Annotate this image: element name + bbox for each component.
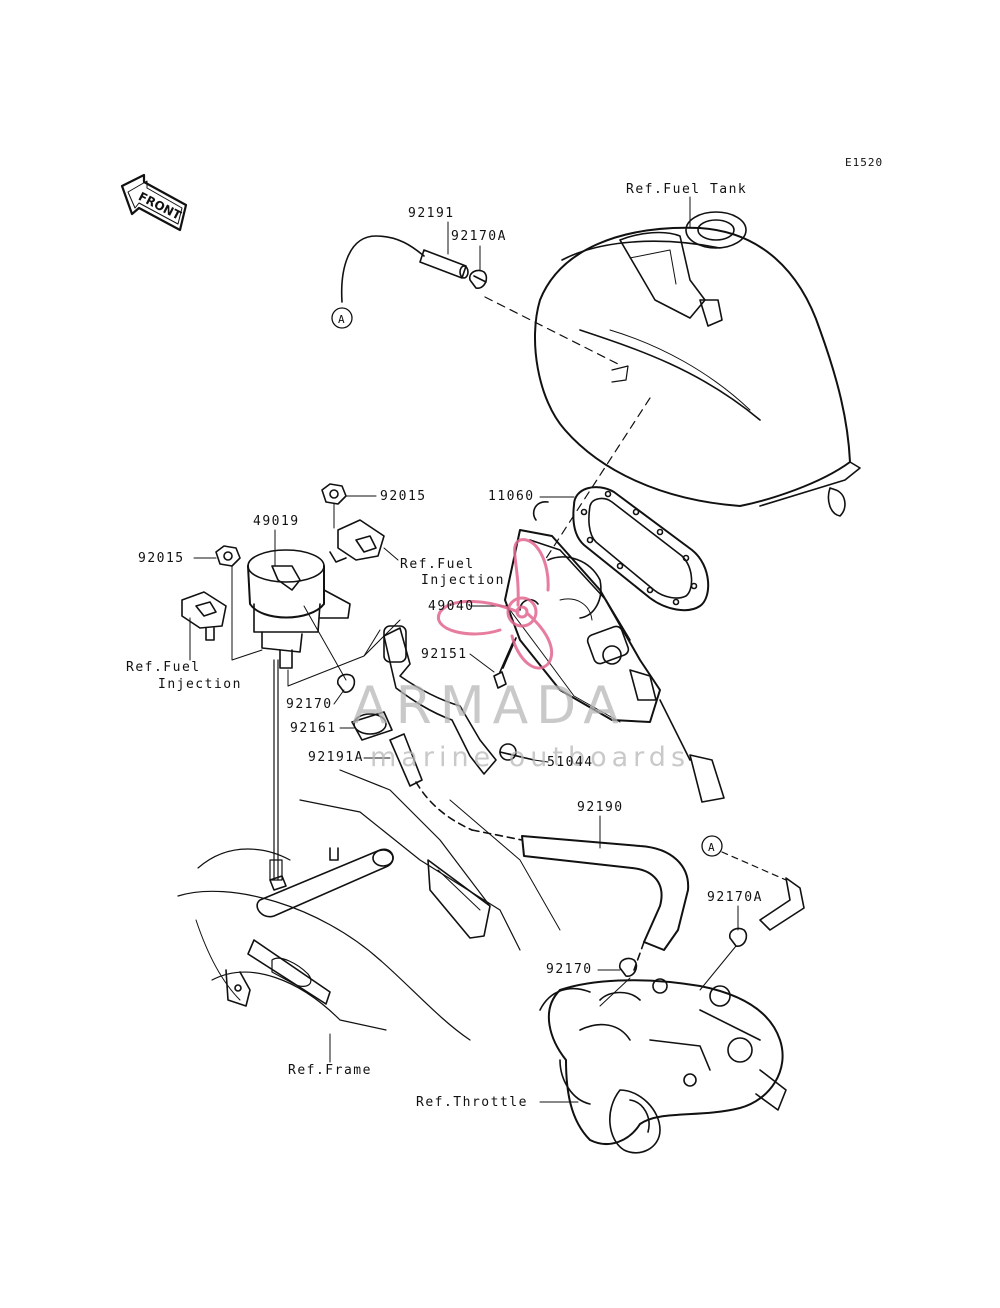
fuel-pump-49040 [504,501,725,803]
connector-a-bottom-text: A [708,841,715,854]
label-92170A-top: 92170A [451,229,507,244]
label-92161: 92161 [290,721,337,736]
hose-bottom-right [759,877,805,931]
label-92170-mid: 92170 [286,697,333,712]
label-49040: 49040 [428,599,475,614]
clamp-92170-mid [336,673,356,693]
nut-92015-left [215,545,241,567]
label-92190: 92190 [577,800,624,815]
label-49019: 49019 [253,514,300,529]
watermark-tagline: marine outboards [370,742,691,773]
connector-a-top-marker [331,307,353,329]
label-ref-fuel-injection-left-line1: Ref.Fuel [126,660,201,675]
label-92191A: 92191A [308,750,364,765]
label-ref-throttle: Ref.Throttle [416,1095,528,1110]
label-ref-frame: Ref.Frame [288,1063,372,1078]
valve-49019 [247,549,351,669]
clamp-92170-bottom [618,957,638,977]
label-ref-fuel-injection-right-line1: Ref.Fuel [400,557,475,572]
hose-92191A [389,733,473,831]
watermark-brand: ARMADA [352,676,627,736]
sensor-bracket-right [329,519,385,563]
watermark-logo-icon [436,538,554,670]
hose-92190 [471,829,690,971]
label-ref-fuel-tank: Ref.Fuel Tank [626,182,748,197]
hose-92161 [351,711,393,741]
hose-92191 [340,235,469,303]
label-ref-fuel-injection-left-line2: Injection [158,677,242,692]
elbow-hose [383,625,535,775]
label-ref-fuel-injection-right-line2: Injection [421,573,505,588]
diagram-id: E1520 [845,156,884,169]
connector-a-bottom-marker [701,835,723,857]
front-arrow-text: FRONT [136,189,184,223]
label-92151: 92151 [421,647,468,662]
sensor-bracket-left [181,591,227,641]
throttle-body [539,978,787,1154]
gasket-11060 [572,486,710,612]
fuel-tank [534,211,861,517]
label-92170-bottom: 92170 [546,962,593,977]
connector-a-top-text: A [338,313,345,326]
label-11060: 11060 [488,489,535,504]
label-92015-left: 92015 [138,551,185,566]
label-51044: 51044 [547,755,594,770]
nut-92015-right [321,483,347,505]
front-arrow-icon [120,173,188,232]
label-92170A-bottom: 92170A [707,890,763,905]
label-92191: 92191 [408,206,455,221]
clamp-92170A-bottom [728,927,748,947]
clamp-92170A-top [468,269,488,289]
label-92015-right: 92015 [380,489,427,504]
frame [177,769,561,1041]
